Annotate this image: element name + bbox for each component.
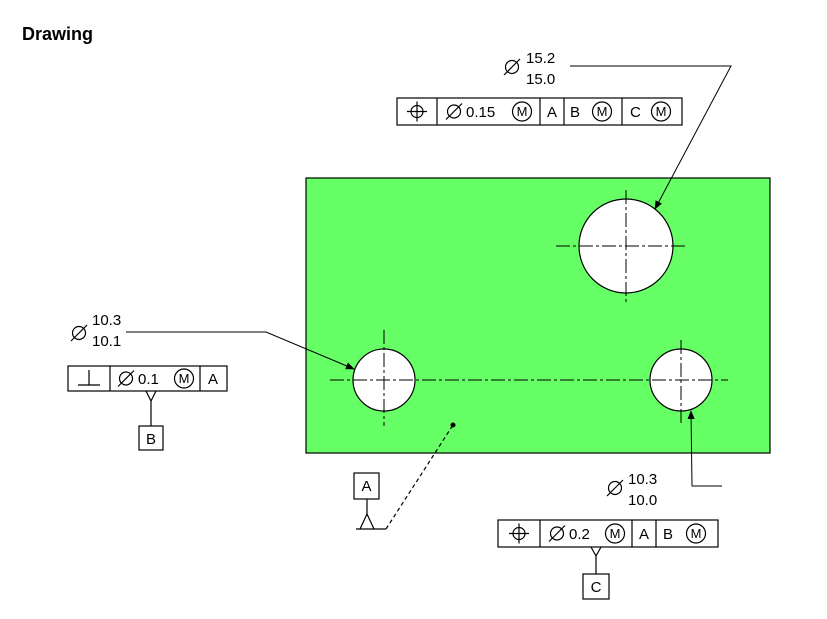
large-hole-datum-c: C (630, 104, 641, 121)
svg-text:M: M (656, 104, 667, 119)
large-hole-feature-control-frame: 0.15 M A B M C M (396, 97, 683, 126)
left-hole-tolerance-value: 0.1 (138, 371, 159, 388)
right-hole-datum-a: A (639, 526, 649, 543)
diameter-symbol-icon (503, 58, 521, 76)
right-hole-size-lower: 10.0 (628, 492, 657, 509)
datum-a-target-dot (450, 422, 456, 428)
svg-text:M: M (517, 104, 528, 119)
mmc-modifier-icon: M (604, 523, 626, 544)
datum-c-feature-symbol (582, 546, 610, 600)
mmc-modifier-icon: M (173, 368, 195, 389)
svg-text:M: M (691, 526, 702, 541)
center-lines (330, 190, 728, 426)
right-hole-datum-b: B (663, 526, 673, 543)
datum-b-feature-symbol (138, 390, 164, 451)
leader-lines (126, 65, 732, 487)
mmc-modifier-icon: M (591, 101, 613, 122)
svg-text:M: M (597, 104, 608, 119)
datum-b-label: B (146, 431, 156, 448)
green-plate (305, 177, 771, 454)
large-hole-size-upper: 15.2 (526, 50, 555, 67)
mmc-modifier-icon: M (650, 101, 672, 122)
right-hole-size-dimension: 10.3 10.0 (606, 471, 657, 509)
mmc-modifier-icon: M (685, 523, 707, 544)
datum-c-label: C (591, 579, 602, 596)
right-hole-feature-control-frame: 0.2 M A B M (497, 519, 719, 548)
large-hole-size-lower: 15.0 (526, 71, 555, 88)
large-hole-size-dimension: 15.2 15.0 (503, 50, 555, 88)
left-hole-datum-a: A (208, 371, 218, 388)
large-hole-datum-a: A (547, 104, 557, 121)
svg-text:M: M (179, 371, 190, 386)
diameter-symbol-icon (548, 525, 566, 542)
left-hole-feature-control-frame: 0.1 M A (67, 365, 228, 392)
large-hole-datum-b: B (570, 104, 580, 121)
left-hole-size-upper: 10.3 (92, 312, 121, 329)
right-hole-size-upper: 10.3 (628, 471, 657, 488)
datum-a-feature-symbol (353, 424, 454, 530)
mmc-modifier-icon: M (511, 101, 533, 122)
large-hole-tolerance-value: 0.15 (466, 104, 495, 121)
right-hole-tolerance-value: 0.2 (569, 526, 590, 543)
diameter-symbol-icon (606, 479, 624, 497)
position-symbol-icon (509, 523, 529, 544)
diameter-symbol-icon (70, 324, 88, 342)
drawing-title: Drawing (22, 24, 94, 44)
svg-text:M: M (610, 526, 621, 541)
diameter-symbol-icon (117, 370, 135, 387)
left-hole-size-dimension: 10.3 10.1 (70, 312, 121, 350)
perpendicularity-symbol-icon (78, 370, 100, 386)
datum-a-label: A (361, 478, 371, 495)
diameter-symbol-icon (445, 103, 463, 120)
position-symbol-icon (407, 101, 427, 122)
left-hole-size-lower: 10.1 (92, 333, 121, 350)
